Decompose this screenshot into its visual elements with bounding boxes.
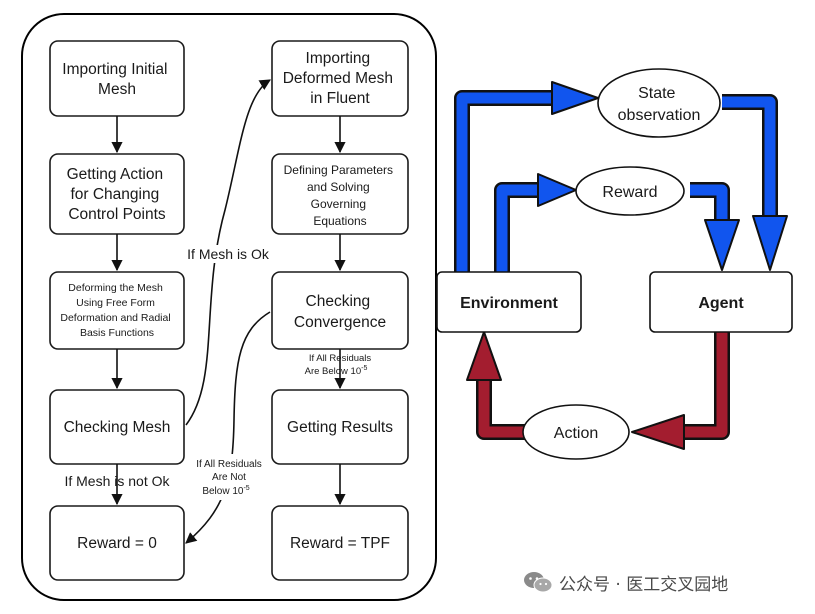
svg-text:Reward = 0: Reward = 0	[77, 535, 157, 552]
box-label-line: Using Free Form	[76, 297, 155, 309]
svg-text:Checking Convergence: Checking Convergence	[294, 293, 386, 331]
svg-text:Deforming the Mesh Using: Deforming the Mesh Using Free Form Defor…	[60, 282, 173, 339]
svg-text:State observation: State observation	[618, 85, 701, 124]
label-mesh-ok: If Mesh is Ok	[187, 246, 270, 262]
box-label-line: Deformation and Radial	[60, 312, 170, 324]
label-exponent: -5	[361, 365, 367, 372]
box-deforming-mesh: Deforming the Mesh Using Free Form Defor…	[49, 271, 185, 350]
box-label-line: Deformed Mesh	[283, 70, 393, 87]
label-text: Are Below 10	[305, 366, 362, 377]
box-label-line: Reward = 0	[77, 535, 157, 552]
flow-arrows	[111, 79, 346, 544]
label-mesh-not-ok: If Mesh is not Ok	[64, 473, 170, 489]
arrow-mesh-ok-curve	[185, 79, 271, 426]
box-label-line: Checking	[306, 293, 371, 310]
box-label-line: Deforming the Mesh	[68, 282, 163, 294]
label-residuals-not-2: Are Not	[212, 472, 246, 483]
node-label: Action	[554, 425, 598, 442]
ellipse-reward: Reward	[575, 166, 685, 216]
label-residuals-not-3: Below 10-5	[202, 485, 249, 497]
label-exponent: -5	[243, 485, 249, 492]
arrowhead-to-environment	[466, 331, 502, 381]
box-defining-parameters: Defining Parameters and Solving Governin…	[271, 153, 409, 235]
svg-text:Reward = TPF: Reward = TPF	[290, 535, 390, 552]
svg-text:Checking Mesh: Checking Mesh	[64, 419, 171, 436]
box-label-line: Getting Results	[287, 419, 393, 436]
box-agent: Agent	[649, 271, 793, 333]
rl-blue-arrows	[454, 81, 788, 272]
box-label-line: Checking Mesh	[64, 419, 171, 436]
box-label-line: Control Points	[68, 206, 166, 223]
wechat-icon	[524, 572, 553, 593]
box-checking-convergence: Checking Convergence	[271, 271, 409, 350]
box-label-line: Reward = TPF	[290, 535, 390, 552]
arrowhead-to-action	[631, 414, 685, 450]
label-residuals-below-1: If All Residuals	[309, 353, 372, 364]
box-reward-zero: Reward = 0	[49, 505, 185, 581]
label-residuals-below-2: Are Below 10-5	[305, 365, 368, 377]
node-label: Environment	[460, 295, 558, 312]
node-label: Agent	[698, 295, 744, 312]
arrowhead-to-agent-inner	[704, 219, 740, 271]
box-environment: Environment	[436, 271, 582, 333]
ellipse-action: Action	[522, 404, 630, 460]
box-label-line: Importing	[306, 50, 371, 67]
svg-text:Getting Action for Chang: Getting Action for Changing Control Poin…	[67, 166, 168, 223]
box-label-line: Governing	[311, 197, 366, 211]
label-bg	[188, 454, 270, 500]
box-label-line: Importing Initial	[62, 61, 167, 78]
box-label-line: and Solving	[307, 180, 370, 194]
svg-text:Defining Parameters and: Defining Parameters and Solving Governin…	[284, 163, 397, 228]
box-label-line: Defining Parameters	[284, 163, 393, 177]
arrowhead-to-reward	[537, 173, 577, 207]
box-checking-mesh: Checking Mesh	[49, 389, 185, 465]
box-import-initial-mesh: Importing Initial Mesh	[49, 40, 185, 117]
svg-text:Getting Results: Getting Results	[287, 419, 393, 436]
svg-text:Importing Deformed Mesh: Importing Deformed Mesh in Fluent	[283, 50, 398, 107]
label-text: Below 10	[202, 486, 244, 497]
box-label-line: for Changing	[70, 186, 159, 203]
node-label-line: State	[638, 85, 675, 102]
watermark-text: 公众号 · 医工交叉园地	[559, 574, 729, 595]
box-label-line: Mesh	[98, 81, 136, 98]
box-import-deformed-mesh: Importing Deformed Mesh in Fluent	[271, 40, 409, 117]
node-label-line: observation	[618, 107, 701, 124]
box-label-line: Equations	[313, 214, 366, 228]
label-residuals-not-1: If All Residuals	[196, 459, 262, 470]
rl-red-arrows	[466, 331, 730, 450]
box-label-line: Getting Action	[67, 166, 164, 183]
box-label-line: Convergence	[294, 314, 386, 331]
box-getting-results: Getting Results	[271, 389, 409, 465]
watermark: 公众号 · 医工交叉园地	[523, 568, 728, 596]
box-label-line: in Fluent	[310, 90, 370, 107]
box-label-line: Basis Functions	[80, 327, 154, 339]
svg-text:Importing Initial Mesh: Importing Initial Mesh	[62, 61, 171, 98]
arrow-not-converged-curve	[185, 311, 271, 544]
label-bg	[180, 245, 276, 263]
arrowhead-to-state	[551, 81, 599, 115]
arrowhead-to-agent-outer	[752, 215, 788, 271]
box-getting-action: Getting Action for Changing Control Poin…	[49, 153, 185, 235]
box-reward-tpf: Reward = TPF	[271, 505, 409, 581]
ellipse-state-observation: State observation	[597, 68, 721, 138]
node-label: Reward	[602, 184, 657, 201]
